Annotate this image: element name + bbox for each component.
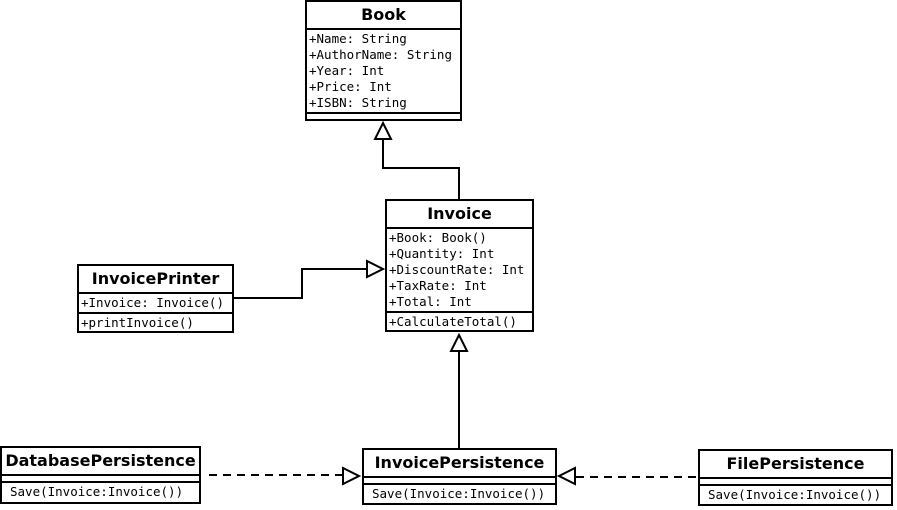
connector-printer-to-invoice — [233, 268, 367, 299]
class-invoice-printer-attributes: +Invoice: Invoice() — [79, 294, 232, 314]
class-invoice-persistence-attributes — [364, 478, 555, 485]
class-attribute: +Book: Book() — [389, 230, 487, 245]
arrowhead-persistence-right — [556, 466, 576, 486]
connector-invoice-to-book — [382, 139, 460, 200]
class-invoice-persistence-name: InvoicePersistence — [364, 450, 555, 478]
class-database-persistence-methods: Save(Invoice:Invoice()) — [2, 483, 199, 501]
class-attribute: +Price: Int — [309, 79, 392, 94]
class-book[interactable]: Book +Name: String+AuthorName: String+Ye… — [305, 0, 462, 121]
class-attribute: +Invoice: Invoice() — [81, 295, 224, 310]
arrowhead-book — [373, 120, 393, 140]
class-book-methods — [307, 114, 460, 119]
class-invoice-persistence-methods: Save(Invoice:Invoice()) — [364, 485, 555, 503]
class-attribute: +Total: Int — [389, 294, 472, 309]
class-method: +CalculateTotal() — [389, 314, 517, 329]
arrowhead-invoice-left — [366, 259, 386, 279]
class-file-persistence-attributes — [700, 479, 891, 486]
class-attribute: +ISBN: String — [309, 95, 407, 110]
class-invoice[interactable]: Invoice +Book: Book()+Quantity: Int+Disc… — [385, 199, 534, 332]
class-invoice-printer-methods: +printInvoice() — [79, 314, 232, 332]
class-attribute: +Quantity: Int — [389, 246, 495, 261]
class-method: Save(Invoice:Invoice()) — [10, 484, 184, 499]
class-invoice-persistence[interactable]: InvoicePersistence Save(Invoice:Invoice(… — [362, 448, 557, 505]
class-file-persistence-methods: Save(Invoice:Invoice()) — [700, 486, 891, 504]
class-method: Save(Invoice:Invoice()) — [372, 486, 546, 501]
class-database-persistence-name: DatabasePersistence — [2, 448, 199, 476]
class-invoice-printer[interactable]: InvoicePrinter +Invoice: Invoice() +prin… — [77, 264, 234, 333]
class-invoice-attributes: +Book: Book()+Quantity: Int+DiscountRate… — [387, 229, 532, 313]
class-database-persistence-attributes — [2, 476, 199, 483]
class-invoice-methods: +CalculateTotal() — [387, 313, 532, 331]
class-attribute: +DiscountRate: Int — [389, 262, 525, 277]
class-attribute: +AuthorName: String — [309, 47, 452, 62]
arrowhead-persistence-left — [342, 466, 362, 486]
class-attribute: +Year: Int — [309, 63, 385, 78]
class-invoice-name: Invoice — [387, 201, 532, 229]
class-book-attributes: +Name: String+AuthorName: String+Year: I… — [307, 30, 460, 114]
class-book-name: Book — [307, 2, 460, 30]
class-file-persistence-name: FilePersistence — [700, 451, 891, 479]
class-invoice-printer-name: InvoicePrinter — [79, 266, 232, 294]
class-database-persistence[interactable]: DatabasePersistence Save(Invoice:Invoice… — [0, 446, 201, 504]
class-attribute: +Name: String — [309, 31, 407, 46]
class-method: +printInvoice() — [81, 315, 194, 330]
class-file-persistence[interactable]: FilePersistence Save(Invoice:Invoice()) — [698, 449, 893, 506]
class-attribute: +TaxRate: Int — [389, 278, 487, 293]
class-method: Save(Invoice:Invoice()) — [708, 487, 882, 502]
arrowhead-invoice-bottom — [449, 332, 469, 352]
